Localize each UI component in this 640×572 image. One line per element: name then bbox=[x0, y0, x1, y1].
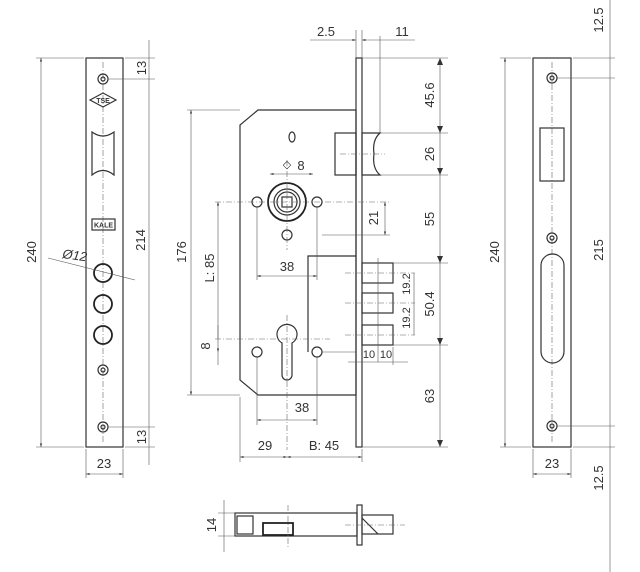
dim-top-to-latch: 45.6 bbox=[422, 82, 437, 107]
bolt-hole bbox=[93, 263, 113, 283]
kale-logo: KALE bbox=[91, 218, 116, 231]
svg-text:TSE: TSE bbox=[96, 98, 110, 105]
latch-opening bbox=[91, 130, 115, 177]
tse-logo: TSE bbox=[88, 92, 118, 108]
bolt-hole bbox=[93, 294, 113, 314]
front-plate bbox=[85, 57, 124, 448]
dim-backset: B: 45 bbox=[309, 438, 339, 453]
dim-edge-to-center: 29 bbox=[258, 438, 272, 453]
cylinder-cutout bbox=[276, 323, 298, 381]
svg-text:KALE: KALE bbox=[94, 223, 113, 230]
dim-strike-width: 23 bbox=[545, 456, 559, 471]
screw-hole bbox=[311, 346, 323, 358]
dim-spindle-screw: 21 bbox=[366, 211, 381, 225]
dim-side-thickness: 14 bbox=[204, 518, 219, 532]
dim-cylinder-offset: 8 bbox=[198, 342, 213, 349]
deadbolt bbox=[361, 262, 394, 284]
bolt-slot bbox=[540, 253, 565, 364]
dim-latch-height: 26 bbox=[422, 147, 437, 161]
dim-faceplate-thickness: 2.5 bbox=[317, 24, 335, 39]
dim-front-height: 240 bbox=[24, 241, 39, 263]
dim-front-width: 23 bbox=[97, 456, 111, 471]
deadbolt bbox=[361, 324, 394, 346]
screw-hole bbox=[251, 346, 263, 358]
deadbolt bbox=[361, 292, 394, 314]
side-mechanism bbox=[262, 522, 294, 536]
dim-front-hole-span: 214 bbox=[133, 229, 148, 251]
side-view: 14 bbox=[204, 500, 405, 552]
latch-slot bbox=[539, 127, 565, 182]
dim-bolt-pitch-b: 19.2 bbox=[401, 307, 413, 328]
dim-bolt-projection-b: 10 bbox=[380, 349, 392, 361]
strike-plate-view: 240 215 12.5 12.5 23 bbox=[487, 0, 615, 572]
dim-body-height: 176 bbox=[174, 241, 189, 263]
dim-cylinder-hole-spacing: 38 bbox=[295, 400, 309, 415]
spindle-square-icon: ◇ bbox=[283, 159, 292, 171]
dim-bolt-projection-a: 10 bbox=[363, 349, 375, 361]
dim-bottom-offset: 63 bbox=[422, 389, 437, 403]
dim-strike-bottom: 12.5 bbox=[591, 465, 606, 490]
lock-body-view: 176 L: 85 8 38 38 29 B: 45 ◇ 8 21 2.5 11 bbox=[174, 24, 448, 462]
dim-handle-hole-spacing: 38 bbox=[280, 259, 294, 274]
screw-hole-icon bbox=[546, 232, 558, 244]
dim-bolt-span: 50.4 bbox=[422, 291, 437, 316]
dim-latch-projection: 11 bbox=[395, 24, 409, 39]
dim-strike-hole-span: 215 bbox=[591, 239, 606, 261]
bolt-hole bbox=[93, 325, 113, 345]
dim-strike-top: 12.5 bbox=[591, 7, 606, 32]
strike-plate bbox=[532, 57, 572, 448]
dim-center-distance: L: 85 bbox=[202, 254, 217, 283]
slot-hole bbox=[288, 131, 296, 143]
dim-strike-height: 240 bbox=[487, 241, 502, 263]
dim-latch-to-bolt: 55 bbox=[422, 212, 437, 226]
screw-hole-icon bbox=[97, 364, 109, 376]
faceplate bbox=[355, 57, 363, 448]
side-bolt bbox=[361, 514, 394, 535]
front-plate-view: TSE KALE Ø12 240 214 13 13 23 bbox=[24, 40, 155, 478]
dim-hole-diameter: Ø12 bbox=[61, 246, 89, 265]
dim-bolt-pitch-a: 19.2 bbox=[401, 273, 413, 294]
dim-front-bottom: 13 bbox=[134, 430, 149, 444]
dim-spindle-square: 8 bbox=[297, 158, 304, 173]
dim-front-top: 13 bbox=[134, 61, 149, 75]
